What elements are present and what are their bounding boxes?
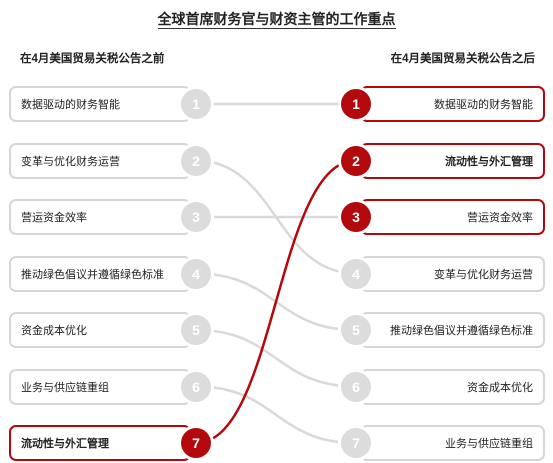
right-item-label: 变革与优化财务运营 <box>434 268 533 281</box>
right-rank-badge: 1 <box>341 89 371 119</box>
right-rank-badge: 6 <box>341 371 371 402</box>
left-rank-badge: 1 <box>181 89 211 119</box>
left-item-box: 营运资金效率 <box>9 199 191 235</box>
left-item-label: 推动绿色倡议并遵循绿色标准 <box>21 268 164 281</box>
right-item-label: 资金成本优化 <box>467 381 533 394</box>
rank-link <box>195 328 357 388</box>
right-column-header: 在4月美国贸易关税公告之后 <box>390 53 535 65</box>
right-item-label: 营运资金效率 <box>467 212 533 224</box>
left-item-box: 推动绿色倡议并遵循绿色标准 <box>9 255 191 292</box>
right-item-label: 流动性与外汇管理 <box>445 155 533 168</box>
left-column-header: 在4月美国贸易关税公告之前 <box>20 53 165 65</box>
right-rank-badge: 5 <box>341 315 371 345</box>
left-item-box: 资金成本优化 <box>9 312 191 348</box>
left-rank-badge: 7 <box>181 428 211 458</box>
right-item-box: 流动性与外汇管理 <box>360 142 545 179</box>
left-rank-badge: 5 <box>181 315 211 345</box>
left-item-label: 营运资金效率 <box>21 212 87 224</box>
right-item-box: 数据驱动的财务智能 <box>360 86 545 122</box>
right-rank-badge: 2 <box>341 145 371 176</box>
left-item-box: 变革与优化财务运营 <box>9 142 191 179</box>
left-item-box: 流动性与外汇管理 <box>9 425 191 461</box>
right-rank-badge: 4 <box>341 258 371 289</box>
left-rank-badge: 4 <box>181 258 211 289</box>
right-rank-badge: 7 <box>341 428 371 458</box>
right-item-label: 推动绿色倡议并遵循绿色标准 <box>390 325 533 337</box>
left-item-label: 资金成本优化 <box>21 325 87 337</box>
diagram-title: 全球首席财务官与财资主管的工作重点 <box>0 9 553 29</box>
right-item-box: 变革与优化财务运营 <box>360 255 545 292</box>
left-item-label: 业务与供应链重组 <box>21 381 109 394</box>
left-rank-badge: 6 <box>181 371 211 402</box>
rank-link <box>195 385 357 445</box>
highlight-link <box>195 159 357 445</box>
right-item-label: 业务与供应链重组 <box>445 438 533 450</box>
left-rank-badge: 3 <box>181 202 211 232</box>
right-item-label: 数据驱动的财务智能 <box>434 99 533 111</box>
left-item-box: 数据驱动的财务智能 <box>9 86 191 122</box>
right-item-box: 推动绿色倡议并遵循绿色标准 <box>360 312 545 348</box>
diagram-title-text: 全球首席财务官与财资主管的工作重点 <box>157 11 396 29</box>
left-rank-badge: 2 <box>181 145 211 176</box>
right-item-box: 营运资金效率 <box>360 199 545 235</box>
left-item-label: 变革与优化财务运营 <box>21 155 120 168</box>
right-rank-badge: 3 <box>341 202 371 232</box>
right-item-box: 业务与供应链重组 <box>360 425 545 461</box>
left-item-label: 数据驱动的财务智能 <box>21 99 120 111</box>
right-item-box: 资金成本优化 <box>360 368 545 405</box>
left-item-label: 流动性与外汇管理 <box>21 438 109 450</box>
left-item-box: 业务与供应链重组 <box>9 368 191 405</box>
